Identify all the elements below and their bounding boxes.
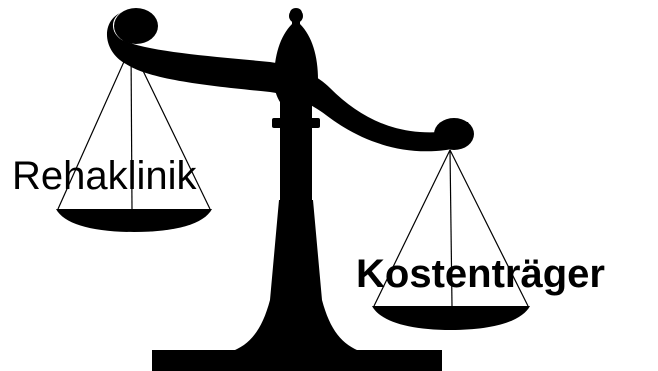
scale-column-collar bbox=[272, 118, 320, 128]
left-pan-label: Rehaklinik bbox=[12, 156, 197, 196]
scale-right-pan bbox=[372, 306, 530, 330]
scale-left-pan bbox=[56, 209, 212, 232]
scale-base-plate bbox=[152, 350, 442, 371]
scale-beam-left-knob bbox=[114, 8, 158, 44]
right-pan-label: Kostenträger bbox=[356, 254, 605, 294]
scale-pedestal bbox=[230, 200, 362, 352]
scale-finial-knob bbox=[289, 9, 303, 23]
scale-beam-right-knob bbox=[434, 118, 474, 150]
